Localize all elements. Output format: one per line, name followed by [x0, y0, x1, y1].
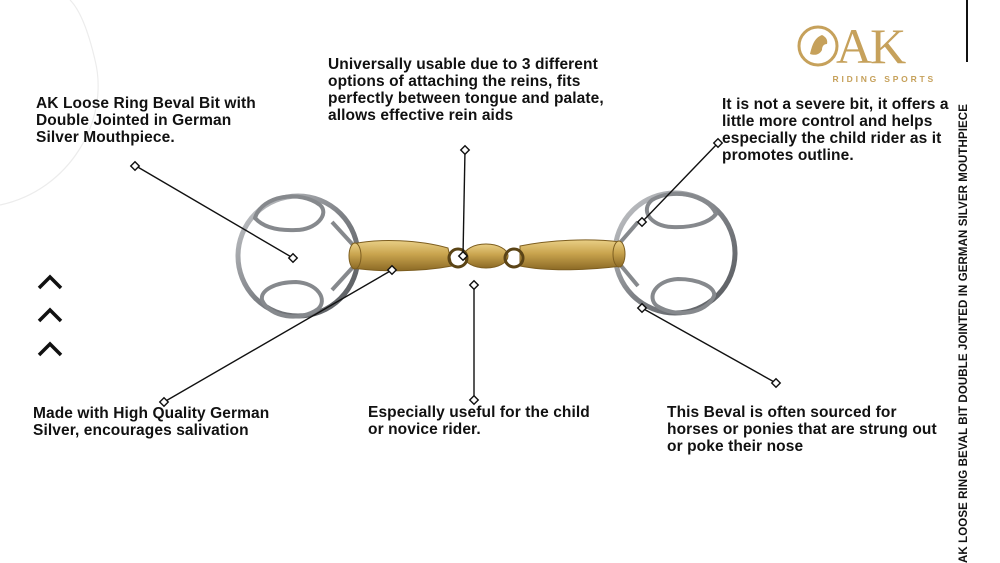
left-ring: [235, 193, 361, 319]
horse-head-icon: [797, 25, 839, 67]
callout-top-right: It is not a severe bit, it offers a litt…: [722, 96, 949, 164]
callout-top-center: Universally usable due to 3 different op…: [328, 56, 604, 124]
brand-logo: AK RIDING SPORTS: [790, 18, 936, 88]
callout-top-left: AK Loose Ring Beval Bit with Double Join…: [36, 95, 256, 146]
mouthpiece: [348, 239, 626, 272]
chevron-up-icon: [37, 307, 63, 323]
logo-subtitle: RIDING SPORTS: [832, 74, 936, 84]
decorative-arc: [0, 0, 99, 206]
callout-bottom-left: Made with High Quality German Silver, en…: [33, 405, 270, 439]
callout-bottom-right: This Beval is often sourced for horses o…: [667, 404, 937, 455]
right-ring: [612, 190, 738, 316]
side-caption: AK LOOSE RING BEVAL BIT DOUBLE JOINTED I…: [958, 104, 970, 563]
chevron-up-icon: [37, 274, 63, 290]
callout-bottom-center: Especially useful for the child or novic…: [368, 404, 590, 438]
chevron-up-icon: [37, 341, 63, 357]
logo-mark: AK: [836, 18, 906, 74]
leader-lines: [129, 137, 782, 408]
side-divider: [966, 0, 968, 62]
